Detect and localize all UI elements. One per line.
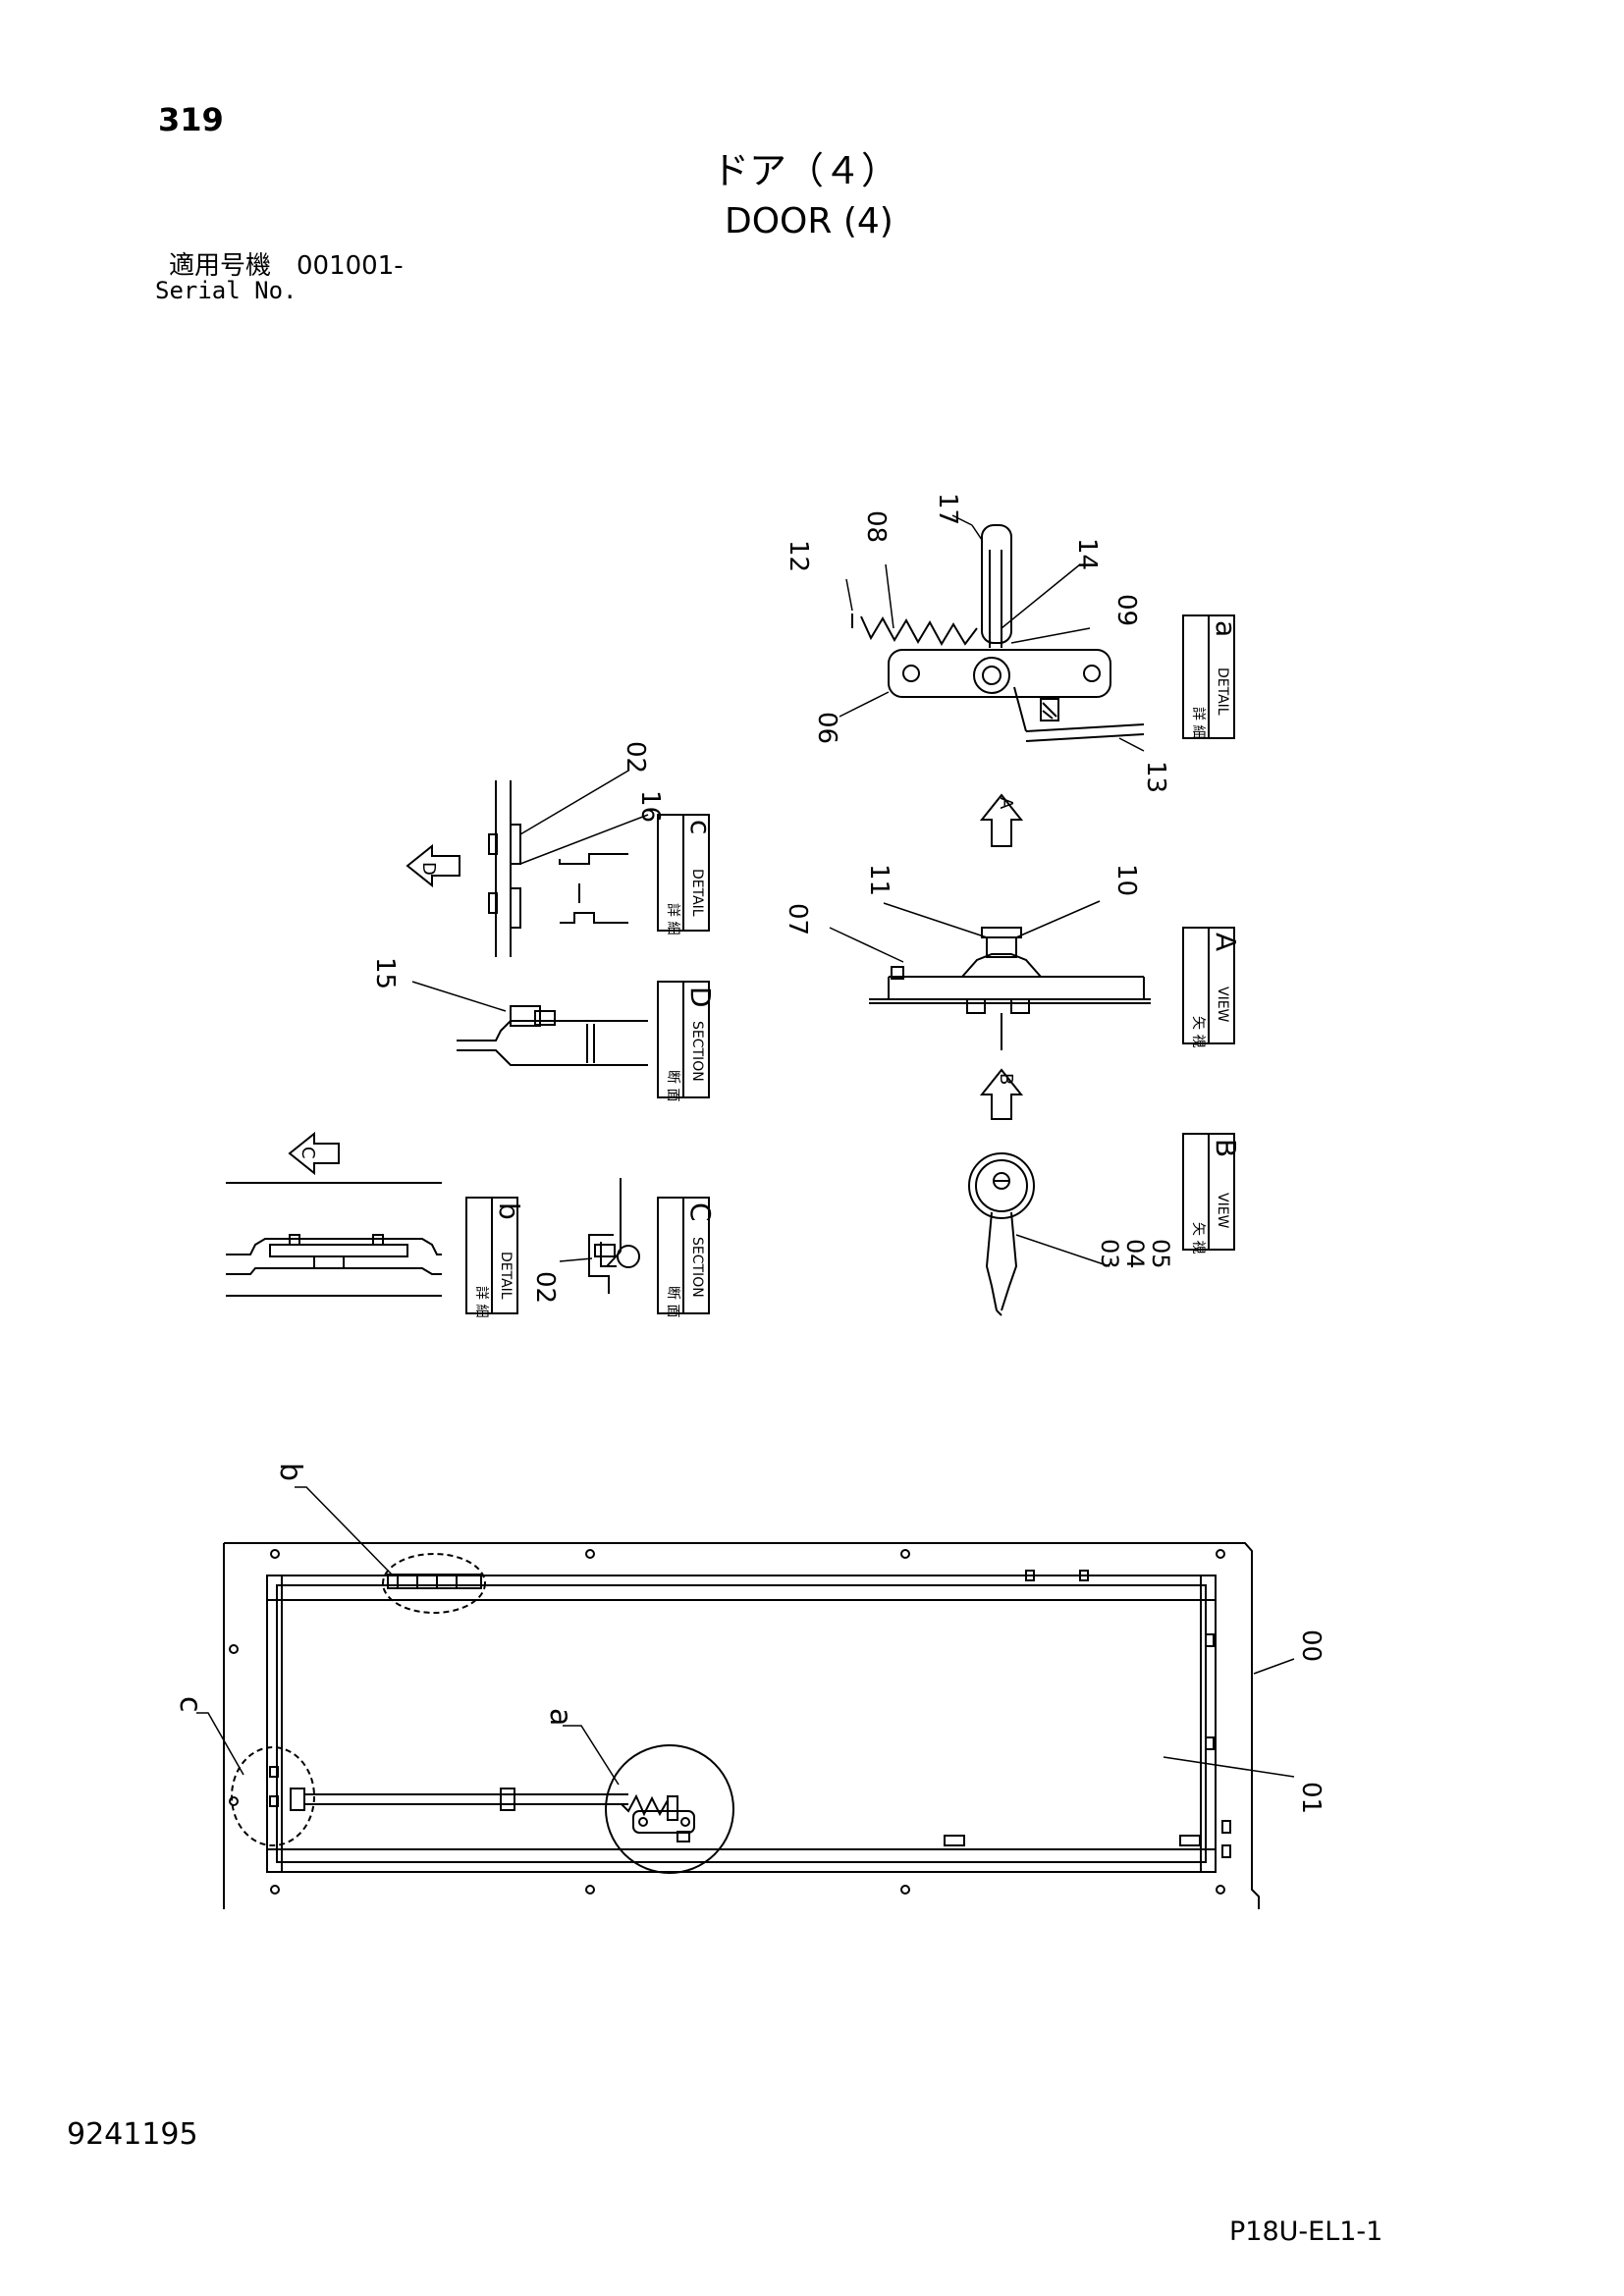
label-detail-b xyxy=(465,1197,518,1314)
arrow-label-A-top: A xyxy=(996,797,1016,810)
label-detail-b-id: b xyxy=(493,1202,525,1220)
label-detail-c-jp: 詳 細 xyxy=(665,903,680,935)
label-detail-a xyxy=(1182,614,1235,739)
leaders-detail-a xyxy=(839,514,1145,752)
callout-detail-a: a xyxy=(543,1708,577,1727)
label-section-C-en: SECTION xyxy=(689,1237,705,1298)
leaders-section-D xyxy=(411,981,507,1012)
part-number-00: 00 xyxy=(1296,1629,1326,1663)
label-section-C-id: C xyxy=(684,1202,717,1222)
part-number-02-top: 02 xyxy=(621,741,650,774)
arrow-label-D: D xyxy=(418,862,439,876)
label-detail-b-en: DETAIL xyxy=(498,1252,514,1300)
label-detail-c-id: c xyxy=(684,820,717,835)
part-number-11: 11 xyxy=(864,864,893,897)
label-view-A-id: A xyxy=(1210,933,1242,952)
part-number-13: 13 xyxy=(1141,761,1170,794)
detail-c-drawing xyxy=(488,780,628,957)
serial-label-japanese: 適用号機 001001- xyxy=(169,251,404,281)
label-section-D-jp: 断 面 xyxy=(665,1070,680,1102)
label-view-A xyxy=(1182,927,1235,1044)
part-number-07: 07 xyxy=(783,903,812,936)
leaders-view-A xyxy=(829,900,1101,963)
label-section-C xyxy=(657,1197,710,1314)
part-number-14: 14 xyxy=(1072,538,1102,571)
section-C-drawing xyxy=(588,1178,640,1294)
leaders-section-C xyxy=(559,1257,593,1262)
section-D-drawing xyxy=(457,1005,648,1066)
view-B-drawing xyxy=(968,1152,1035,1316)
page-number: 319 xyxy=(158,101,224,138)
label-section-D-en: SECTION xyxy=(689,1021,705,1082)
part-number-10: 10 xyxy=(1111,864,1141,897)
view-arrow-C xyxy=(288,1131,340,1176)
arrow-label-B: B xyxy=(996,1073,1016,1086)
label-detail-c-en: DETAIL xyxy=(689,869,705,917)
sheet-code: P18U-EL1-1 xyxy=(1229,2216,1383,2247)
part-number-04: 04 xyxy=(1121,1239,1149,1269)
label-view-B-en: VIEW xyxy=(1215,1193,1230,1229)
callout-detail-b: b xyxy=(273,1463,307,1482)
arrow-label-C: C xyxy=(298,1147,318,1159)
callout-detail-c: c xyxy=(173,1696,207,1713)
part-number-06: 06 xyxy=(812,712,841,745)
part-number-15: 15 xyxy=(370,957,400,990)
label-section-D-id: D xyxy=(684,987,717,1008)
door-assembly-drawing xyxy=(223,1542,1260,1909)
view-arrow-D xyxy=(406,843,460,888)
label-detail-a-en: DETAIL xyxy=(1215,667,1230,716)
leaders-door-assembly xyxy=(196,1486,1295,1786)
label-view-B xyxy=(1182,1133,1235,1251)
part-number-05: 05 xyxy=(1147,1239,1174,1269)
part-number-16: 16 xyxy=(635,790,665,824)
part-number-12: 12 xyxy=(784,540,813,573)
label-detail-b-jp: 詳 細 xyxy=(473,1286,489,1318)
label-view-B-id: B xyxy=(1210,1139,1242,1158)
view-arrow-A xyxy=(979,793,1024,847)
serial-label-english: Serial No. xyxy=(155,277,298,304)
part-number-03: 03 xyxy=(1096,1239,1123,1269)
title-english: DOOR (4) xyxy=(725,201,893,241)
part-number-09: 09 xyxy=(1111,594,1141,627)
label-section-D xyxy=(657,981,710,1098)
part-number-08: 08 xyxy=(861,510,891,544)
detail-a-drawing xyxy=(851,524,1145,742)
document-code: 9241195 xyxy=(67,2117,198,2152)
label-view-B-jp: 矢 視 xyxy=(1190,1222,1206,1255)
part-number-17: 17 xyxy=(933,493,962,526)
leaders-view-B xyxy=(1015,1234,1110,1267)
part-number-01: 01 xyxy=(1296,1782,1326,1815)
detail-b-drawing xyxy=(226,1182,442,1297)
label-detail-c xyxy=(657,814,710,932)
label-view-A-en: VIEW xyxy=(1215,987,1230,1023)
label-section-C-jp: 断 面 xyxy=(665,1286,680,1318)
label-detail-a-jp: 詳 細 xyxy=(1190,707,1206,739)
view-A-drawing xyxy=(869,927,1151,1050)
part-number-02-section-c: 02 xyxy=(530,1271,560,1305)
label-view-A-jp: 矢 視 xyxy=(1190,1016,1206,1048)
title-japanese: ドア（４） xyxy=(712,149,899,192)
view-arrow-B xyxy=(979,1068,1024,1120)
label-detail-a-id: a xyxy=(1210,620,1242,638)
leaders-detail-c xyxy=(519,770,649,865)
